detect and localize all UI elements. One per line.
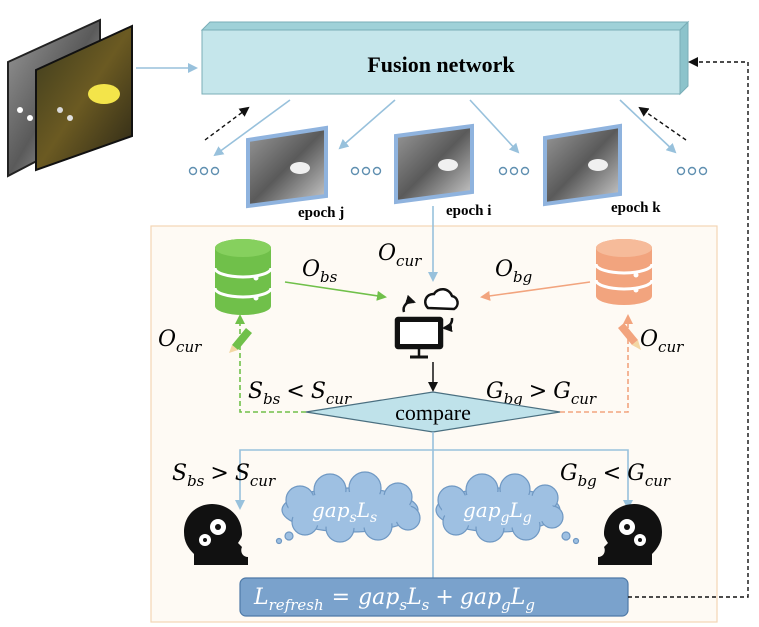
- epoch-k-image: [543, 123, 622, 207]
- feedback-to-fusion-network: [628, 57, 749, 598]
- pencil-icon-left: [229, 328, 252, 353]
- epoch-j-label: epoch j: [298, 205, 344, 221]
- input-image-pair: [7, 18, 133, 178]
- ellipsis-right: [676, 166, 708, 176]
- arrow-to-right-dots: [619, 99, 677, 154]
- dashed-arrow-right: [638, 106, 687, 141]
- fusion-network-box: Fusion network: [200, 20, 690, 96]
- best-gradient-database-icon: [594, 239, 654, 305]
- s-bs-less-s-cur: Sbs<Scur: [248, 379, 352, 408]
- o-cur-left-label: Ocur: [158, 327, 202, 356]
- arrow-to-epoch-j: [338, 99, 396, 150]
- thinking-head-icon-right: [598, 504, 662, 565]
- arrow-to-epoch-i-dots: [469, 99, 520, 154]
- compare-label: compare: [395, 400, 471, 425]
- o-bg-label: Obg: [495, 257, 532, 286]
- ellipsis-left: [188, 166, 220, 176]
- computer-cloud-icon: [394, 287, 459, 359]
- epoch-i-label: epoch i: [446, 203, 491, 219]
- thinking-head-icon-left: [184, 504, 248, 565]
- thought-cloud-right: [435, 473, 580, 545]
- epoch-k-label: epoch k: [611, 200, 661, 216]
- g-bg-less-g-cur: Gbg<Gcur: [560, 461, 671, 490]
- arrow-to-left-dots: [213, 99, 291, 157]
- epoch-j-image: [246, 125, 328, 209]
- ellipsis-mid-left: [350, 166, 382, 176]
- compare-diamond: [305, 391, 561, 433]
- car-highlight: [88, 84, 120, 104]
- o-cur-right-label: Ocur: [640, 327, 684, 356]
- o-bs-label: Obs: [302, 257, 338, 286]
- thought-left-text: gapsLs: [312, 498, 377, 526]
- thought-right-text: gapgLg: [463, 498, 532, 526]
- arrow-o-bg: [480, 281, 591, 301]
- dashed-update-bg: [560, 314, 633, 413]
- visible-input-image: [35, 24, 133, 172]
- s-bs-greater-s-cur: Sbs>Scur: [172, 461, 276, 490]
- arrow-o-bs: [284, 281, 387, 301]
- ellipsis-mid-right: [498, 166, 530, 176]
- branch-to-left-head: [235, 449, 433, 510]
- branch-to-right-head: [433, 449, 633, 510]
- epoch-i-image: [394, 123, 474, 205]
- fusion-network-label: Fusion network: [367, 52, 515, 77]
- dashed-update-bs: [235, 314, 306, 413]
- dashed-arrow-left: [204, 106, 250, 141]
- best-score-database-icon: [213, 239, 273, 315]
- thought-cloud-left: [275, 471, 421, 545]
- o-cur-top-label: Ocur: [378, 241, 422, 270]
- refresh-loss-formula: Lrefresh=gapsLs+gapgLg: [253, 585, 535, 614]
